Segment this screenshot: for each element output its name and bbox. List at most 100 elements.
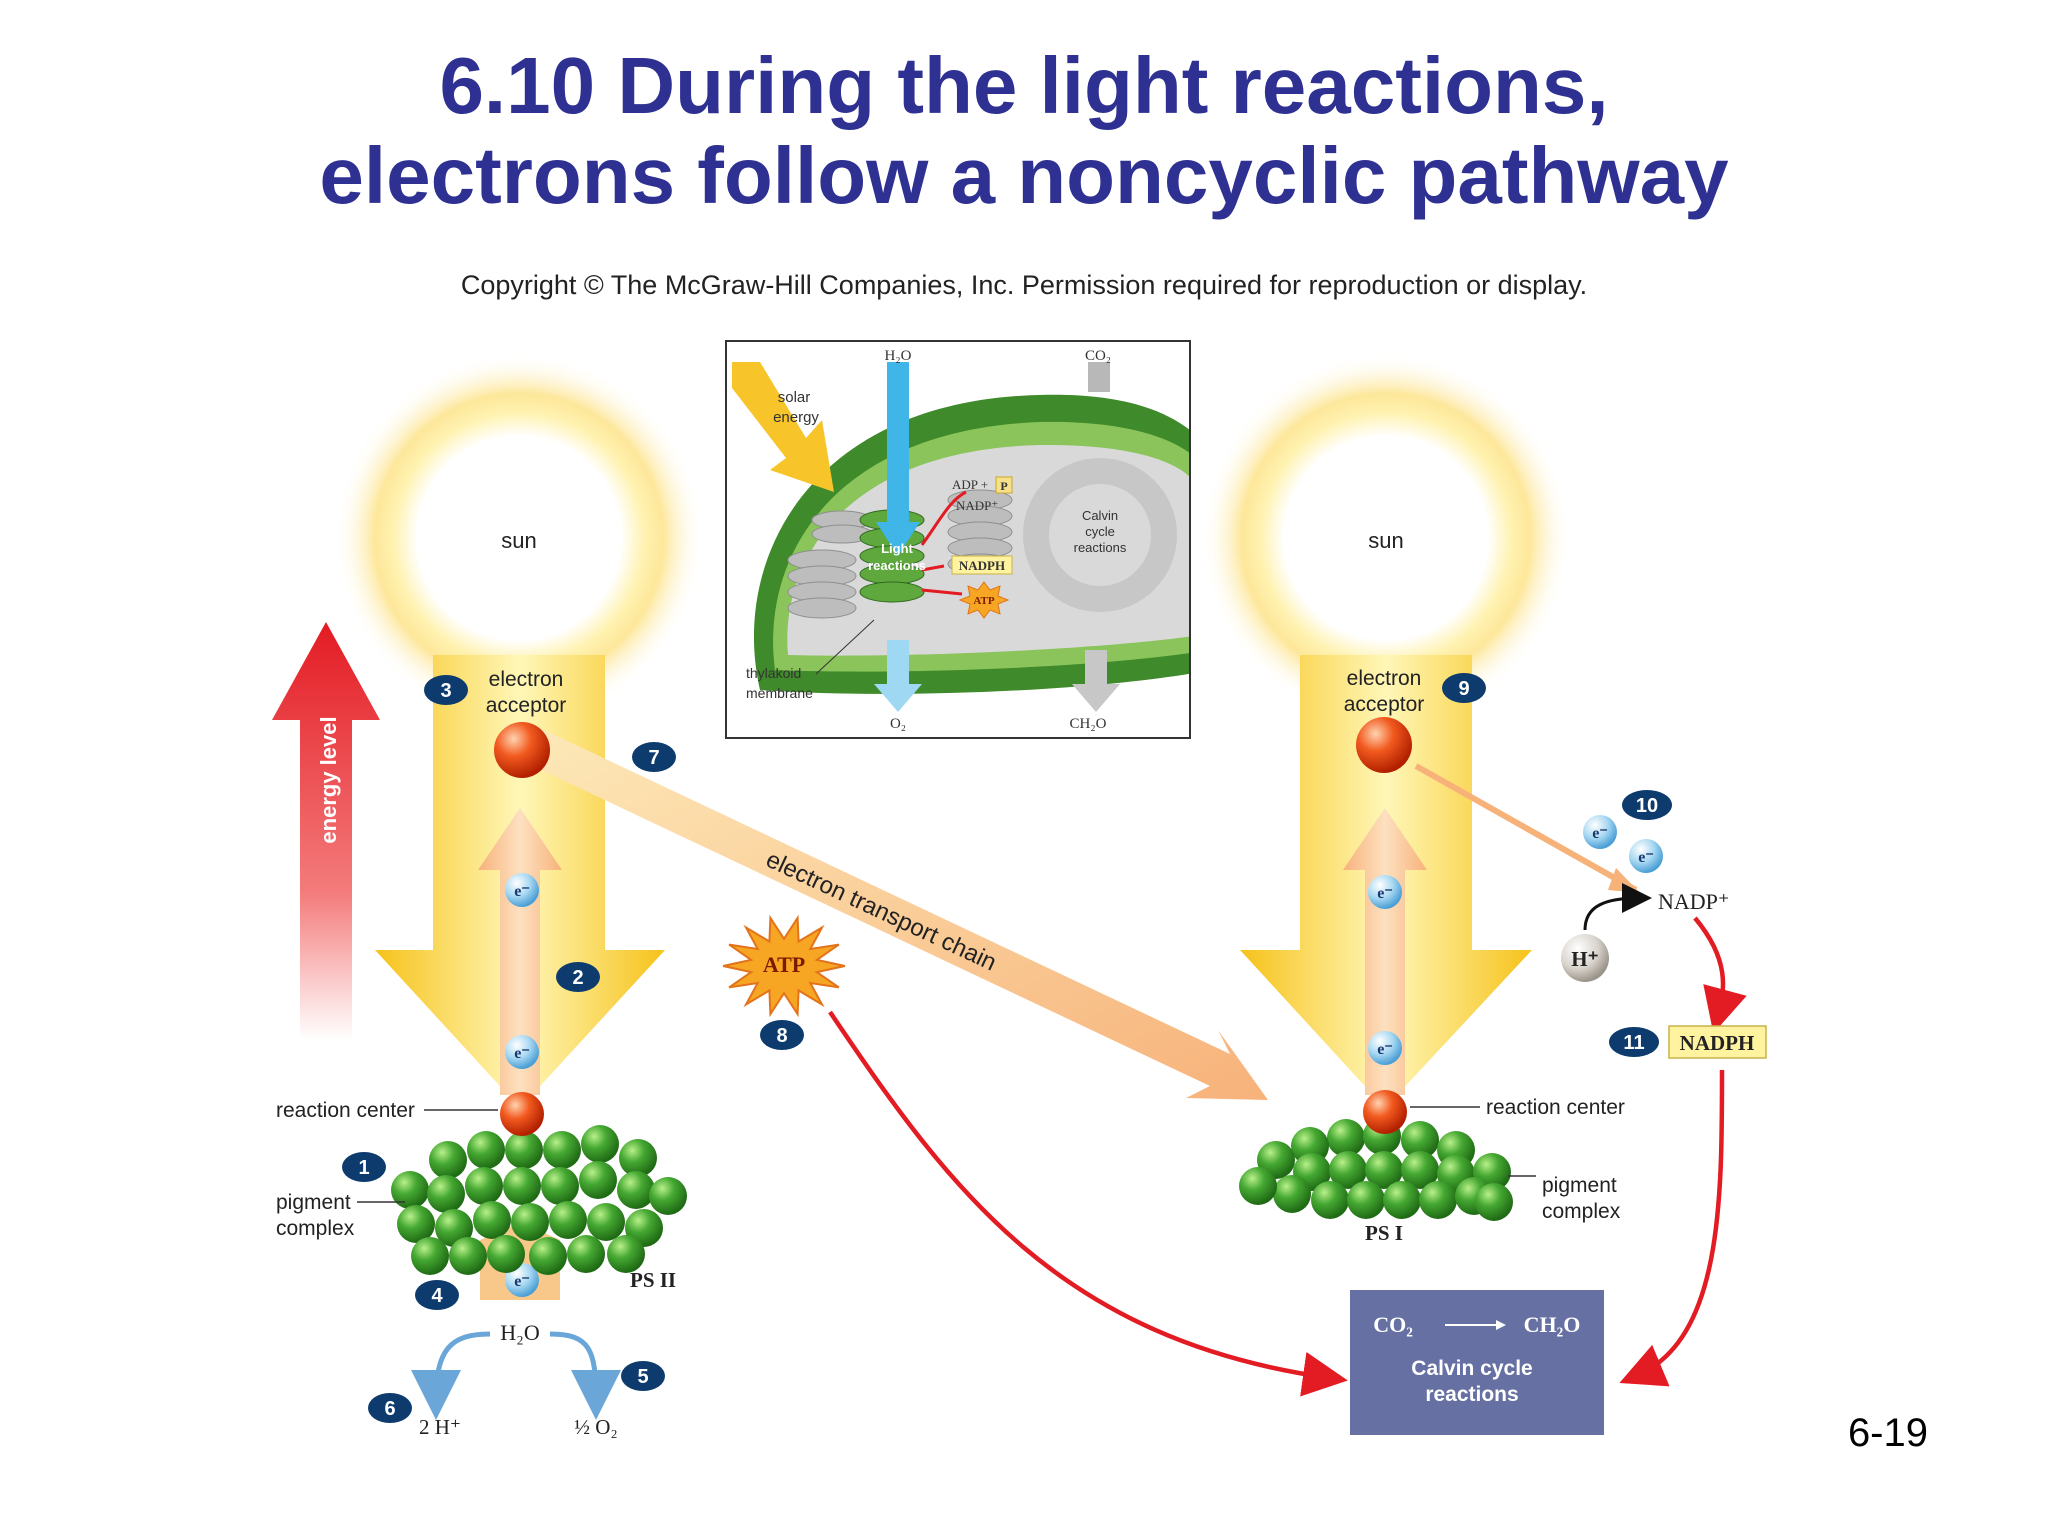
pigment-molecule — [429, 1141, 467, 1179]
pigment-molecule — [543, 1131, 581, 1169]
pigment-molecule — [579, 1161, 617, 1199]
step-badge-3 — [424, 675, 468, 705]
step-badge-1 — [342, 1152, 386, 1182]
step-badge-4 — [415, 1280, 459, 1310]
pigment-molecule — [487, 1235, 525, 1273]
svg-text:acceptor: acceptor — [486, 694, 567, 717]
svg-text:Calvin: Calvin — [1082, 508, 1118, 523]
step-number-7: 7 — [648, 747, 659, 769]
ps1-label: PS I — [1365, 1221, 1403, 1245]
pigment-molecule — [1401, 1151, 1439, 1189]
electron-nadp-2: e⁻ — [1629, 839, 1663, 873]
pigment-molecule — [587, 1203, 625, 1241]
pigment-molecule — [503, 1167, 541, 1205]
svg-text:e⁻: e⁻ — [1638, 849, 1654, 866]
step-number-5: 5 — [637, 1366, 648, 1388]
svg-text:e⁻: e⁻ — [1592, 825, 1608, 842]
page-title-line1: 6.10 During the light reactions, — [439, 41, 1609, 130]
svg-text:NADP⁺: NADP⁺ — [956, 498, 998, 513]
electron-excitation-arrow-right — [1343, 808, 1427, 1095]
step-number-1: 1 — [358, 1157, 369, 1179]
svg-text:H₂O: H₂O — [885, 348, 912, 364]
svg-text:reactions: reactions — [1425, 1383, 1518, 1406]
slide-number: 6-19 — [1847, 1411, 1928, 1455]
svg-text:pigment: pigment — [1542, 1174, 1617, 1197]
sun-left: sun — [334, 353, 704, 723]
svg-text:Light: Light — [881, 541, 913, 556]
svg-text:ATP: ATP — [973, 595, 994, 607]
step-number-2: 2 — [572, 967, 583, 989]
reaction-center-label-right: reaction center — [1410, 1096, 1625, 1119]
pigment-molecule — [1365, 1151, 1403, 1189]
water-splitting: H₂O 2 H⁺ ½ O₂ — [411, 1320, 621, 1439]
svg-text:H⁺: H⁺ — [1571, 947, 1598, 971]
svg-text:ADP +: ADP + — [952, 477, 988, 492]
pigment-molecule — [467, 1131, 505, 1169]
svg-text:reaction center: reaction center — [276, 1099, 415, 1122]
reaction-center-label-left: reaction center — [276, 1099, 498, 1122]
pigment-molecule — [529, 1237, 567, 1275]
svg-text:O₂: O₂ — [890, 716, 906, 732]
svg-text:CO₂: CO₂ — [1085, 348, 1111, 364]
nadp-label: NADP⁺ — [1658, 889, 1730, 914]
svg-text:thylakoid: thylakoid — [746, 665, 801, 681]
svg-text:CO₂: CO₂ — [1373, 1312, 1413, 1337]
step-badge-2 — [556, 962, 600, 992]
sun-right-label: sun — [1368, 528, 1403, 553]
pigment-molecule — [391, 1171, 429, 1209]
step-number-11: 11 — [1623, 1032, 1644, 1054]
step-badge-5 — [621, 1361, 665, 1391]
svg-text:electron: electron — [489, 668, 564, 691]
electron-transport-chain-arrow: electron transport chain — [520, 728, 1268, 1100]
svg-text:P: P — [1000, 479, 1007, 493]
electron-acceptor-left: electron acceptor — [486, 668, 567, 778]
step-number-9: 9 — [1458, 678, 1469, 700]
pigment-molecule — [427, 1175, 465, 1213]
svg-text:pigment: pigment — [276, 1191, 351, 1214]
h-plus-arrow — [1583, 883, 1652, 931]
electron-acceptor-right: electron acceptor — [1344, 667, 1425, 773]
pigment-molecule — [649, 1177, 687, 1215]
step-badge-8 — [760, 1020, 804, 1050]
pigment-molecule — [505, 1131, 543, 1169]
pigment-molecule — [1311, 1181, 1349, 1219]
svg-text:reactions: reactions — [1074, 540, 1127, 555]
svg-text:NADPH: NADPH — [1680, 1031, 1755, 1055]
svg-text:CH₂O: CH₂O — [1524, 1312, 1581, 1337]
copyright-notice: Copyright © The McGraw-Hill Companies, I… — [460, 270, 1588, 300]
pigment-molecule — [1327, 1119, 1365, 1157]
half-o2-label: ½ O₂ — [574, 1415, 618, 1439]
pigment-molecule — [619, 1139, 657, 1177]
svg-text:CH₂O: CH₂O — [1070, 716, 1107, 732]
svg-text:solar: solar — [778, 389, 811, 406]
step-number-4: 4 — [431, 1285, 443, 1307]
pigment-molecule — [567, 1235, 605, 1273]
pigment-molecule — [607, 1235, 645, 1273]
h-plus: H⁺ — [1561, 934, 1609, 982]
ps1-pigment-complex — [1239, 1117, 1513, 1221]
svg-text:Calvin cycle: Calvin cycle — [1411, 1357, 1532, 1380]
svg-text:cycle: cycle — [1085, 524, 1115, 539]
pigment-molecule — [411, 1237, 449, 1275]
svg-text:e⁻: e⁻ — [1377, 885, 1393, 902]
sun-left-label: sun — [501, 528, 536, 553]
svg-text:ATP: ATP — [763, 952, 805, 977]
electron-right-lower: e⁻ — [1368, 1031, 1402, 1065]
pigment-molecule — [449, 1237, 487, 1275]
electron-right-upper: e⁻ — [1368, 875, 1402, 909]
pigment-molecule — [541, 1167, 579, 1205]
svg-text:complex: complex — [276, 1217, 355, 1240]
pigment-molecule — [465, 1167, 503, 1205]
step-badge-9 — [1442, 673, 1486, 703]
pigment-molecule — [1273, 1175, 1311, 1213]
ps1-reaction-center — [1363, 1090, 1407, 1134]
nadp-to-nadph-arrow — [1693, 916, 1747, 1034]
pigment-molecule — [1475, 1183, 1513, 1221]
pigment-molecule — [549, 1201, 587, 1239]
pigment-molecule — [473, 1201, 511, 1239]
pigment-complex-label-left: pigment complex — [276, 1191, 405, 1240]
two-h-plus-label: 2 H⁺ — [419, 1415, 461, 1439]
svg-text:acceptor: acceptor — [1344, 693, 1425, 716]
pigment-molecule — [435, 1209, 473, 1247]
